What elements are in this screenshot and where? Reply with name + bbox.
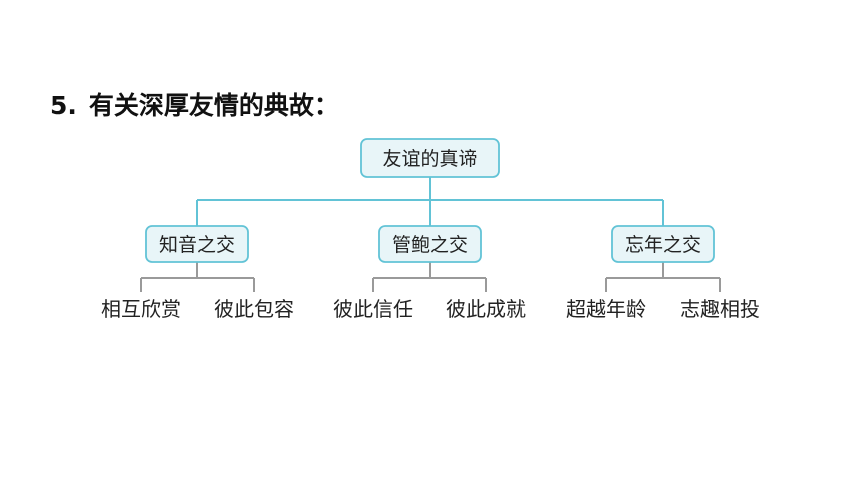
child-box-3 xyxy=(611,225,715,263)
leaf-label-1b: 彼此包容 xyxy=(214,297,294,321)
child-node-2: 管鲍之交 xyxy=(378,225,482,263)
question-text: 有关深厚友情的典故： xyxy=(88,91,339,120)
child-box-1 xyxy=(145,225,249,263)
question-heading: 5. 有关深厚友情的典故： xyxy=(50,86,339,126)
child-label-3: 忘年之交 xyxy=(625,234,701,256)
leaf-label-1a: 相互欣赏 xyxy=(101,297,181,321)
leaf-label-2b: 彼此成就 xyxy=(446,297,526,321)
leaf-label-2a: 彼此信任 xyxy=(333,297,413,321)
child-node-3: 忘年之交 xyxy=(611,225,715,263)
question-number: 5. xyxy=(50,91,77,120)
child-node-1: 知音之交 xyxy=(145,225,249,263)
child-label-1: 知音之交 xyxy=(159,234,235,256)
leaf-label-3b: 志趣相投 xyxy=(680,297,760,321)
root-box xyxy=(360,138,500,178)
root-label: 友谊的真谛 xyxy=(382,148,477,170)
leaf-label-3a: 超越年龄 xyxy=(566,297,646,321)
root-node: 友谊的真谛 xyxy=(360,138,500,178)
child-label-2: 管鲍之交 xyxy=(392,234,468,256)
upper-connectors xyxy=(196,177,664,226)
lower-connectors xyxy=(140,262,721,292)
child-box-2 xyxy=(378,225,482,263)
